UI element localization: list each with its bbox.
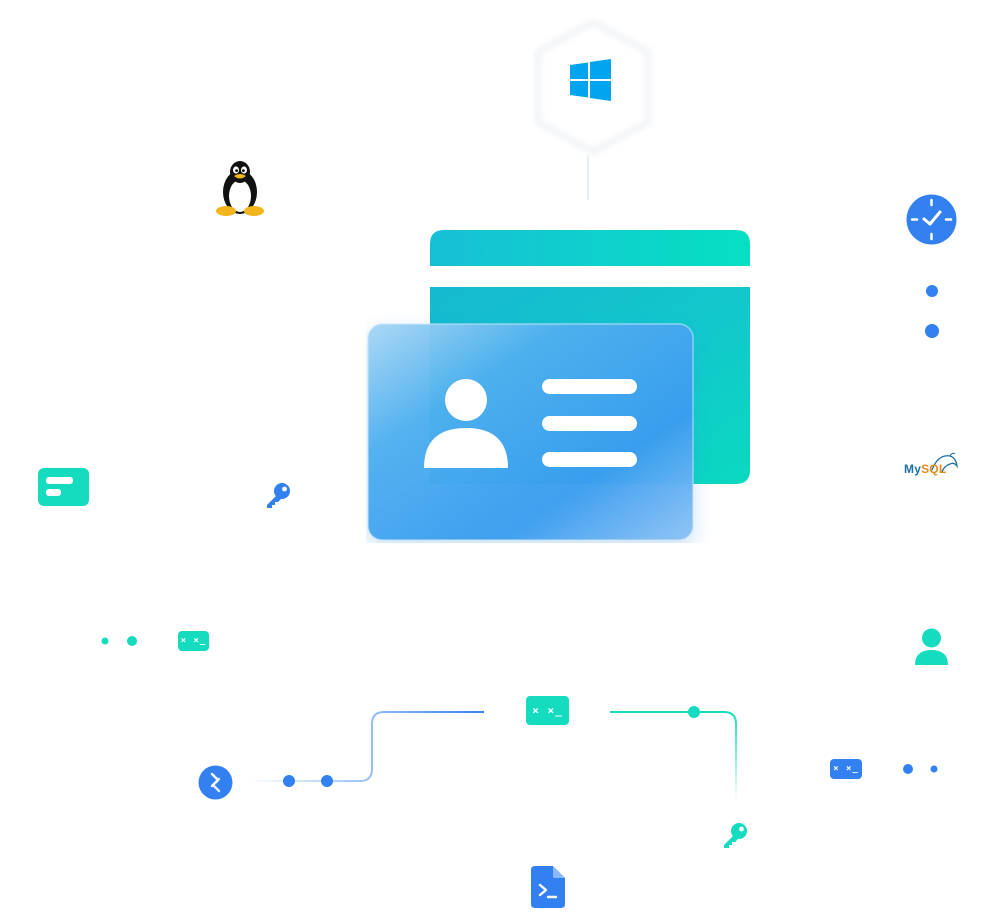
card-line — [542, 452, 637, 467]
windows-badge — [530, 18, 656, 158]
connector-dot — [321, 775, 333, 787]
mysql-icon: MySQL — [904, 452, 962, 482]
terminal-icon[interactable]: × ×_ — [178, 631, 209, 651]
connector-dot — [127, 636, 137, 646]
linux-icon — [216, 161, 264, 216]
connector-dot — [926, 285, 938, 297]
connector-dot — [688, 706, 700, 718]
card-line — [542, 416, 637, 431]
powershell-icon[interactable] — [531, 866, 565, 908]
remote-connector — [250, 711, 484, 782]
terminal-icon[interactable]: × ×_ — [830, 759, 862, 779]
connector-dot — [930, 765, 938, 773]
card-line — [542, 379, 637, 394]
mysql-my: My — [904, 462, 922, 476]
windows-icon — [535, 18, 651, 156]
list-card-icon — [38, 468, 89, 506]
connector-dot — [903, 764, 913, 774]
key-icon[interactable] — [721, 821, 749, 849]
remote-desktop-icon[interactable] — [198, 765, 233, 800]
card-avatar-body — [424, 428, 508, 468]
key-icon[interactable] — [264, 481, 292, 509]
terminal-icon[interactable]: × ×_ — [526, 696, 569, 725]
card-avatar-head — [445, 379, 487, 421]
connector-dot — [925, 324, 939, 338]
connector-dot — [283, 775, 295, 787]
mysql-sql: SQL — [921, 462, 947, 476]
key-connector — [610, 711, 737, 800]
identity-card-icon — [367, 230, 750, 541]
connector-dot — [101, 637, 109, 645]
clock-icon — [906, 194, 957, 245]
user-icon — [915, 628, 948, 665]
